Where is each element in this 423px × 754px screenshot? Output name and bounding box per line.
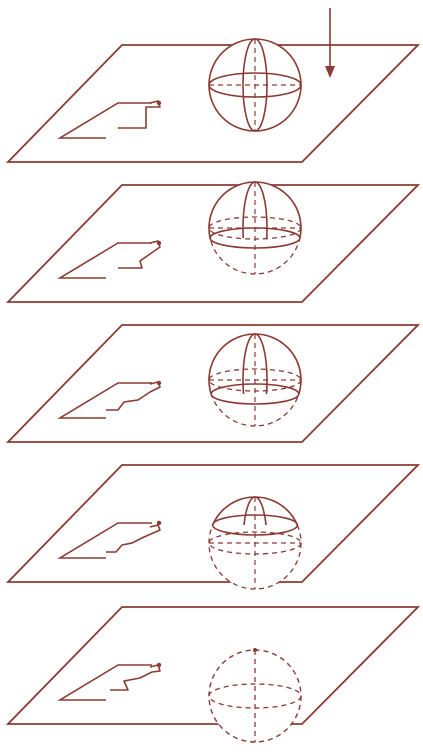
contour-dot bbox=[157, 663, 161, 667]
region-outline bbox=[60, 243, 152, 278]
contour-dot bbox=[157, 101, 161, 105]
arrow-head bbox=[325, 66, 335, 78]
contour-line bbox=[118, 101, 160, 128]
contour-dot bbox=[157, 521, 161, 525]
stage-1 bbox=[8, 39, 418, 162]
stage-5 bbox=[8, 607, 418, 742]
sphere bbox=[209, 497, 301, 589]
region-outline bbox=[60, 103, 152, 138]
sphere bbox=[209, 39, 301, 131]
contour-line bbox=[118, 241, 160, 268]
sphere bbox=[209, 182, 301, 274]
region-outline bbox=[60, 665, 152, 700]
stage-4 bbox=[8, 465, 418, 589]
stages-group bbox=[8, 39, 418, 742]
stage-2 bbox=[8, 182, 418, 302]
stage-3 bbox=[8, 325, 418, 442]
sphere bbox=[209, 334, 301, 426]
sphere-top-dot bbox=[253, 648, 257, 652]
contour-dot bbox=[157, 381, 161, 385]
contour-dot bbox=[157, 241, 161, 245]
sphere bbox=[209, 648, 301, 742]
downward-arrow bbox=[325, 8, 335, 78]
contour-line bbox=[110, 665, 160, 690]
contour-line bbox=[106, 525, 160, 552]
